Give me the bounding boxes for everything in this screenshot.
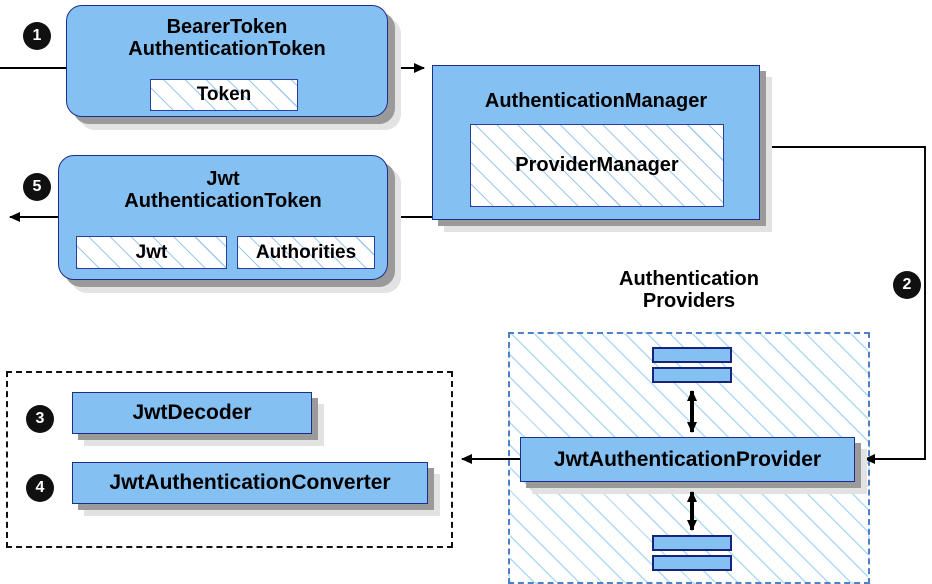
provider-stub-bar-top-1 [652,347,732,363]
slot-authorities: Authorities [237,236,375,269]
provider-stub-bar-bottom-1 [652,535,732,551]
bearer-token-title-line1: BearerToken [166,16,288,38]
marker-step-3: 3 [27,406,53,432]
provider-stub-bar-top-2 [652,367,732,383]
jwt-token-title-line2: AuthenticationToken [124,190,322,213]
authentication-providers-title-line1: Authentication [619,268,759,290]
node-jwt-authentication-converter[interactable]: JwtAuthenticationConverter [72,462,428,504]
authentication-providers-title: Authentication Providers [508,268,870,313]
authentication-providers-title-line2: Providers [642,290,736,313]
marker-step-5: 5 [24,174,50,200]
jwt-decoder-label: JwtDecoder [132,401,252,425]
jwt-authentication-converter-label: JwtAuthenticationConverter [109,471,391,495]
bearer-token-title-line2: AuthenticationToken [128,38,326,61]
authentication-manager-title: AuthenticationManager [484,90,708,112]
slot-jwt: Jwt [76,236,227,269]
marker-step-4: 4 [27,475,53,501]
node-jwt-authentication-provider[interactable]: JwtAuthenticationProvider [520,437,855,482]
marker-step-1: 1 [24,23,50,49]
slot-token: Token [150,79,298,111]
provider-stub-bar-bottom-2 [652,555,732,571]
node-jwt-decoder[interactable]: JwtDecoder [72,392,312,434]
jwt-authentication-provider-label: JwtAuthenticationProvider [553,447,822,471]
marker-step-2: 2 [894,272,920,298]
slot-provider-manager: ProviderManager [470,124,724,207]
jwt-token-title-line1: Jwt [206,168,240,190]
